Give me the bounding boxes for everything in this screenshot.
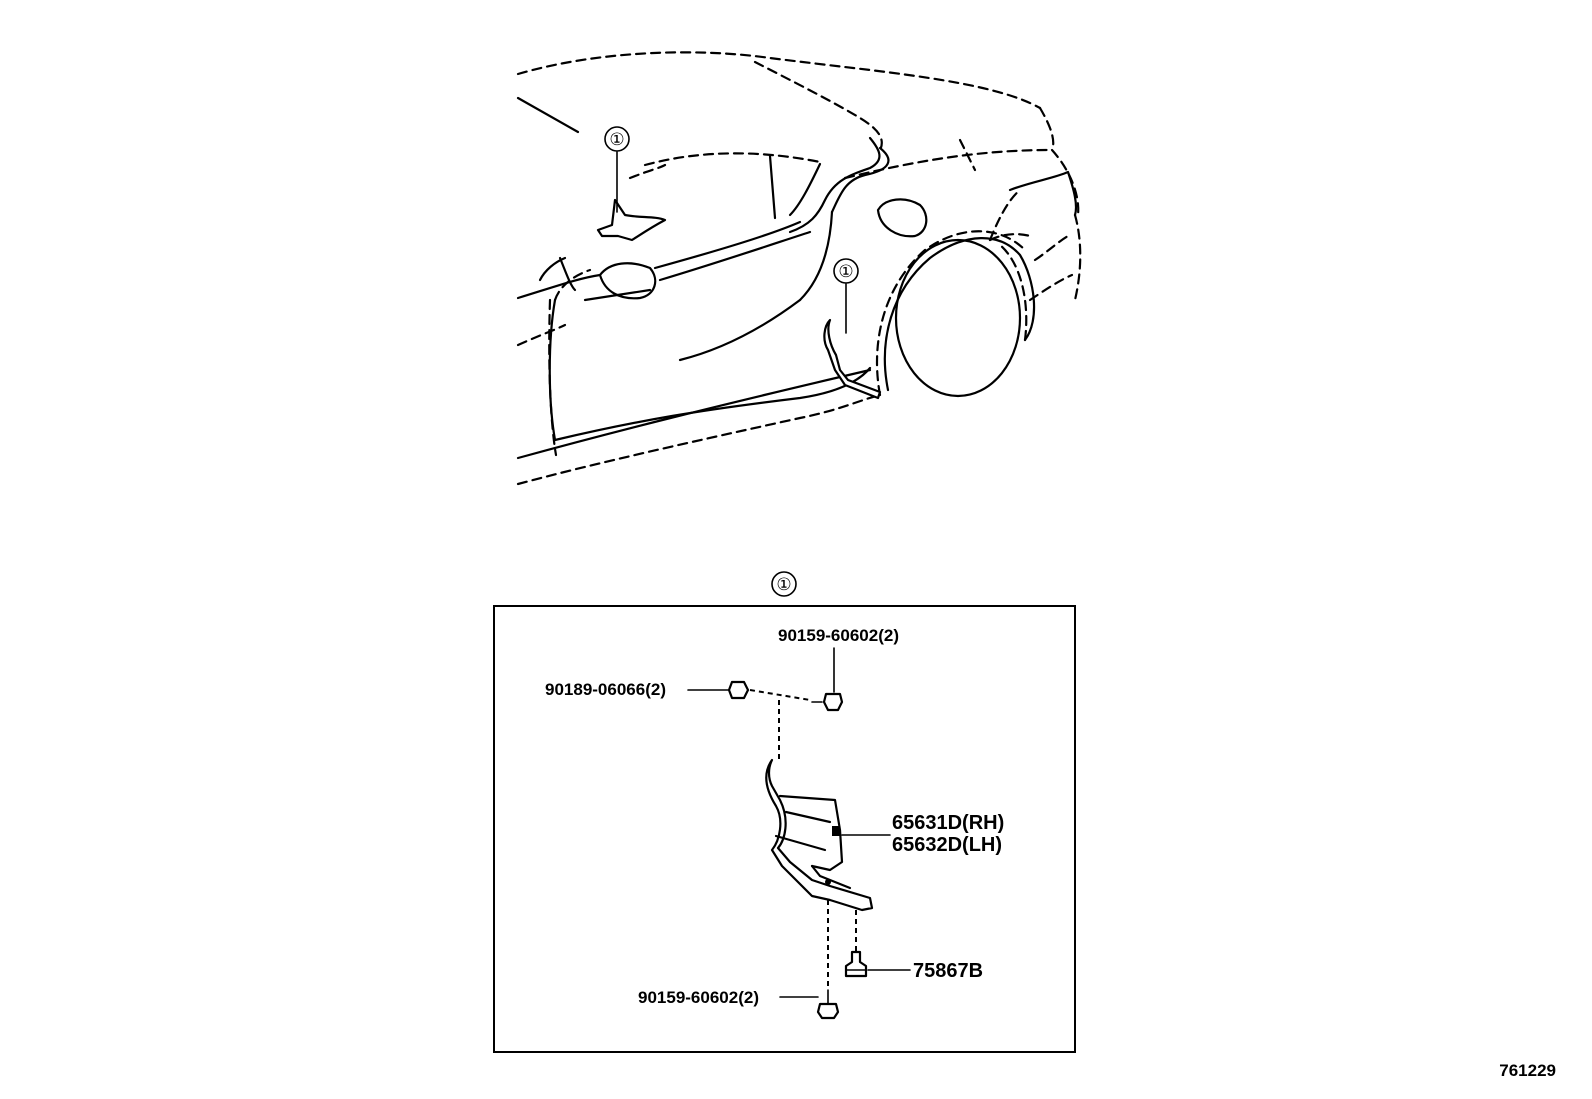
diagram-id: 761229 bbox=[1499, 1061, 1556, 1080]
part-label-bolt-left: 90189-06066(2) bbox=[545, 680, 666, 699]
part-label-screw-top: 90159-60602(2) bbox=[778, 626, 899, 645]
callout-marker-pillar: ① bbox=[609, 130, 624, 150]
bolt-left-icon bbox=[727, 680, 750, 700]
detail-box: ① 90159-60602(2) 90189-06066(2) 65 bbox=[493, 571, 1076, 1053]
part-label-screw-bottom: 90159-60602(2) bbox=[638, 988, 759, 1007]
screw-top-icon bbox=[811, 692, 844, 712]
callout-marker-wheel: ① bbox=[838, 262, 853, 282]
car-overview: ① ① bbox=[516, 51, 1082, 486]
part-label-mudguard-lh: 65632D(LH) bbox=[892, 834, 1002, 856]
detail-callout-marker: ① bbox=[776, 575, 791, 595]
part-label-clip: 75867B bbox=[913, 960, 983, 982]
screw-bottom-icon bbox=[816, 989, 840, 1020]
part-label-mudguard-rh: 65631D(RH) bbox=[892, 812, 1004, 834]
clip-icon bbox=[844, 950, 868, 978]
mudguard-bracket bbox=[765, 758, 874, 912]
